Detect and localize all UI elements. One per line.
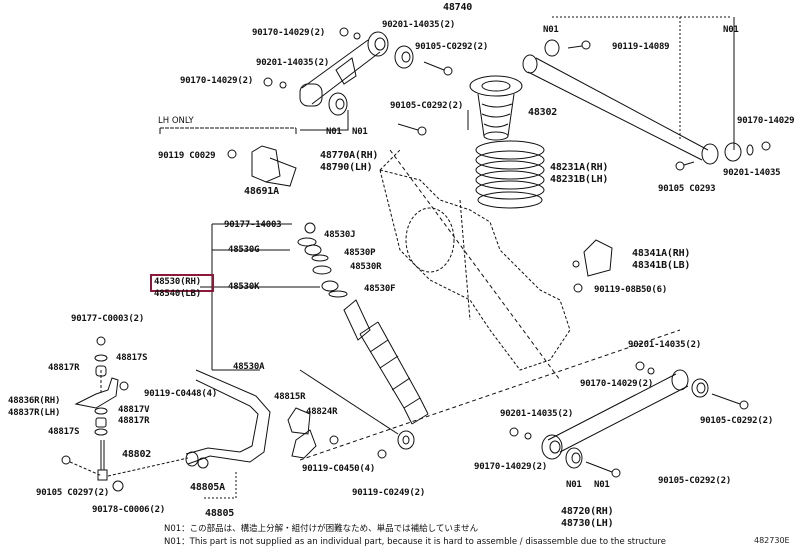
bump-stop bbox=[469, 75, 523, 141]
stabilizer-link bbox=[61, 336, 129, 492]
diagram-reference-code: 482730E bbox=[754, 536, 790, 545]
part-label-90170-14029[interactable]: 90170-14029(2) bbox=[252, 28, 326, 38]
part-label-90178-C0006[interactable]: 90178-C0006(2) bbox=[92, 505, 166, 515]
part-label-48302[interactable]: 48302 bbox=[528, 107, 558, 118]
part-label-90170-14029[interactable]: 90170-14029(2) bbox=[180, 76, 254, 86]
lower-control-arm bbox=[509, 361, 749, 478]
part-label-48805A[interactable]: 48805A bbox=[190, 482, 225, 493]
part-label-90170-14029[interactable]: 90170-14029(2) bbox=[474, 462, 548, 472]
part-label-90201-14035[interactable]: 90201-14035(2) bbox=[256, 58, 330, 68]
part-label-90105-C0293[interactable]: 90105 C0293 bbox=[658, 184, 716, 194]
part-label-90201-14035[interactable]: 90201-14035(2) bbox=[500, 409, 574, 419]
part-label-90170-14029[interactable]: 90170-14029(2) bbox=[580, 379, 654, 389]
part-label-48530-rh[interactable]: 48530(RH) bbox=[154, 277, 201, 287]
highlighted-part-box bbox=[150, 274, 214, 292]
lh-only-note: LH ONLY bbox=[158, 116, 194, 126]
part-label-90177-14003[interactable]: 90177-14003 bbox=[224, 220, 282, 230]
part-label-48817S[interactable]: 48817S bbox=[48, 427, 80, 437]
part-label-48836R[interactable]: 48836R(RH) bbox=[8, 396, 61, 406]
part-label-48817S[interactable]: 48817S bbox=[116, 353, 148, 363]
part-label-48530J[interactable]: 48530J bbox=[324, 230, 356, 240]
note-english: N01：This part is not supplied as an indi… bbox=[164, 537, 666, 547]
part-label-48530R[interactable]: 48530R bbox=[350, 262, 382, 272]
part-label-90119-08B50[interactable]: 90119-08B50(6) bbox=[594, 285, 668, 295]
n01-marker: N01 bbox=[352, 127, 368, 137]
part-label-48730[interactable]: 48730(LH) bbox=[561, 518, 614, 529]
part-label-90201-14035[interactable]: 90201-14035(2) bbox=[382, 20, 456, 30]
part-label-48530K[interactable]: 48530K bbox=[228, 282, 260, 292]
n01-marker: N01 bbox=[594, 480, 610, 490]
part-label-48817R[interactable]: 48817R bbox=[48, 363, 80, 373]
part-label-90119-C0448[interactable]: 90119-C0448(4) bbox=[144, 389, 218, 399]
part-label-90105-C0297[interactable]: 90105 C0297(2) bbox=[36, 488, 110, 498]
part-label-48540-lh[interactable]: 48540(LB) bbox=[154, 289, 201, 299]
part-label-90105-C0292[interactable]: 90105-C0292(2) bbox=[415, 42, 489, 52]
upper-control-arm bbox=[299, 31, 414, 116]
part-label-48530P[interactable]: 48530P bbox=[344, 248, 376, 258]
part-label-90170-14029[interactable]: 90170-14029 bbox=[737, 116, 795, 126]
part-label-48720[interactable]: 48720(RH) bbox=[561, 506, 614, 517]
n01-marker: N01 bbox=[723, 25, 739, 35]
part-label-90119-C0029[interactable]: 90119 C0029 bbox=[158, 151, 216, 161]
coil-spring bbox=[475, 140, 545, 209]
part-label-90177-C0003[interactable]: 90177-C0003(2) bbox=[71, 314, 145, 324]
part-label-48341A[interactable]: 48341A(RH) bbox=[632, 248, 691, 259]
part-label-90119-C0450[interactable]: 90119-C0450(4) bbox=[302, 464, 376, 474]
part-label-48837R[interactable]: 48837R(LH) bbox=[8, 408, 61, 418]
axle-housing bbox=[379, 149, 571, 371]
part-label-90201-14035[interactable]: 90201-14035(2) bbox=[628, 340, 702, 350]
part-label-90119-14089[interactable]: 90119-14089 bbox=[612, 42, 670, 52]
part-label-48740[interactable]: 48740 bbox=[443, 2, 473, 13]
part-label-90105-C0292[interactable]: 90105-C0292(2) bbox=[390, 101, 464, 111]
part-label-90201-14035[interactable]: 90201-14035 bbox=[723, 168, 781, 178]
stabilizer-bar bbox=[185, 369, 271, 469]
part-label-48530G[interactable]: 48530G bbox=[228, 245, 260, 255]
upper-arm-48740 bbox=[522, 39, 771, 171]
part-label-48805[interactable]: 48805 bbox=[205, 508, 235, 519]
part-label-48790[interactable]: 48790(LH) bbox=[320, 162, 373, 173]
n01-marker: N01 bbox=[543, 25, 559, 35]
note-japanese: N01：この部品は、構造上分解・組付けが困難なため、単品では補給していません bbox=[164, 524, 479, 534]
part-label-48530F[interactable]: 48530F bbox=[364, 284, 396, 294]
part-label-48802[interactable]: 48802 bbox=[122, 449, 152, 460]
part-label-48530A[interactable]: 48530A bbox=[233, 362, 265, 372]
part-label-48815R[interactable]: 48815R bbox=[274, 392, 306, 402]
part-label-48824R[interactable]: 48824R bbox=[306, 407, 338, 417]
part-label-48231A[interactable]: 48231A(RH) bbox=[550, 162, 609, 173]
part-label-48770A[interactable]: 48770A(RH) bbox=[320, 150, 379, 161]
part-label-48231B[interactable]: 48231B(LH) bbox=[550, 174, 609, 185]
n01-marker: N01 bbox=[326, 127, 342, 137]
part-label-90119-C0249[interactable]: 90119-C0249(2) bbox=[352, 488, 426, 498]
part-label-90105-C0292[interactable]: 90105-C0292(2) bbox=[700, 416, 774, 426]
part-label-48817R[interactable]: 48817R bbox=[118, 416, 150, 426]
part-label-48691A[interactable]: 48691A bbox=[244, 186, 279, 197]
n01-marker: N01 bbox=[566, 480, 582, 490]
part-label-90105-C0292[interactable]: 90105-C0292(2) bbox=[658, 476, 732, 486]
part-label-48341B[interactable]: 48341B(LB) bbox=[632, 260, 691, 271]
part-label-48817V[interactable]: 48817V bbox=[118, 405, 150, 415]
